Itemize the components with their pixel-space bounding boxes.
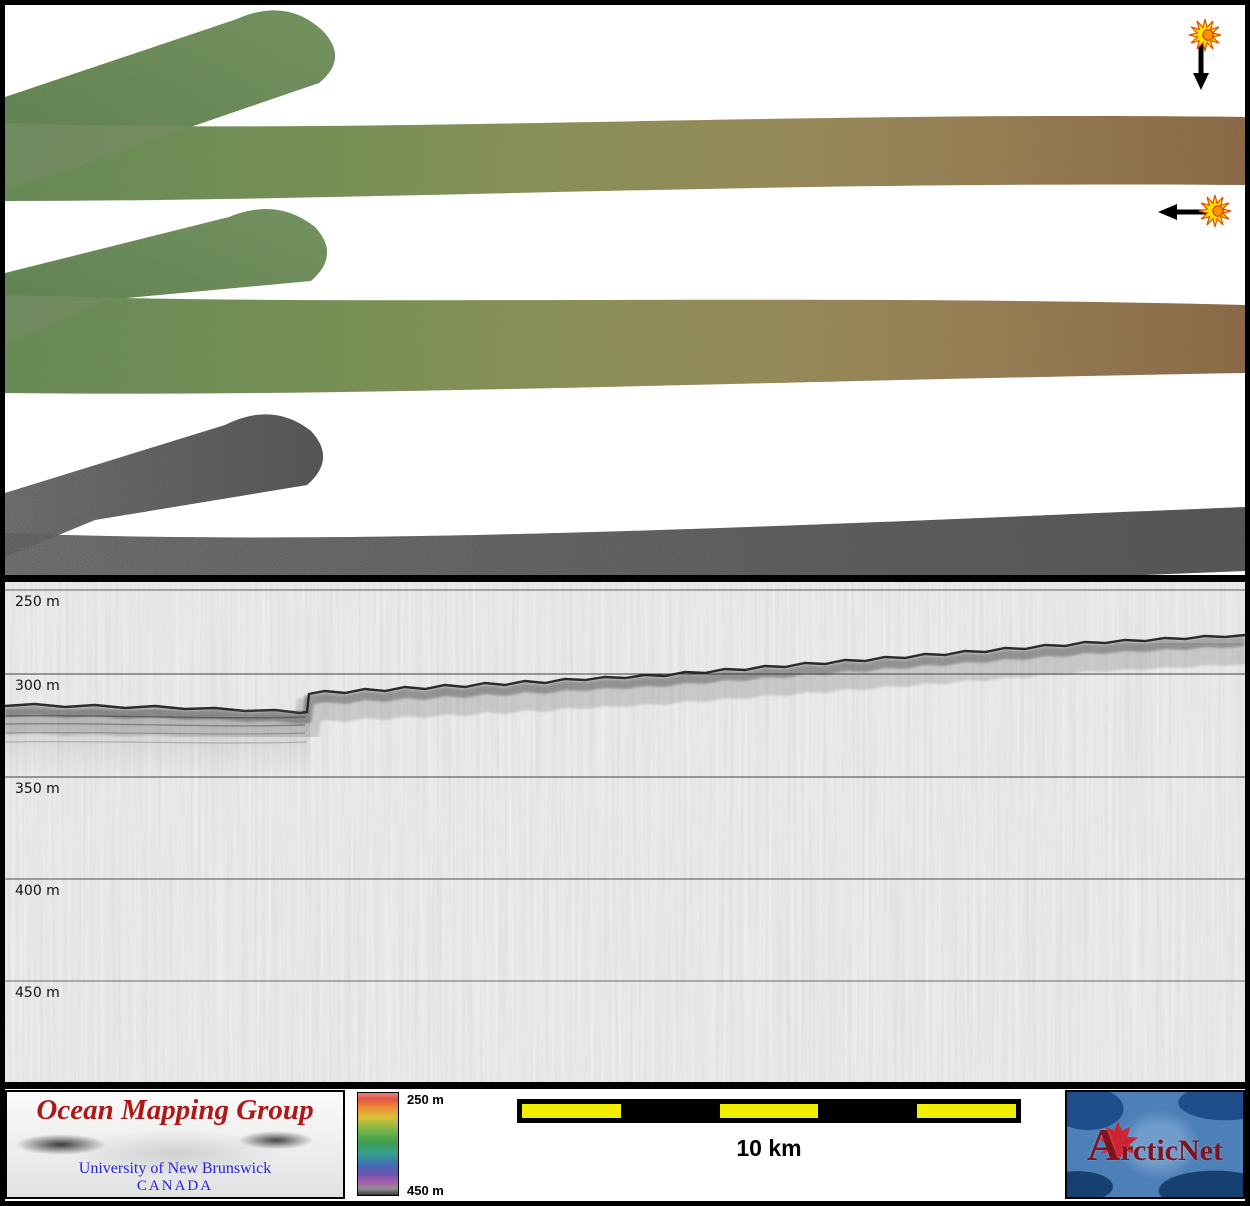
swath-canvas (5, 10, 1245, 575)
sun-illumination-left (1158, 194, 1232, 228)
subbottom-haze (5, 710, 310, 780)
bathymetry-swath-2 (5, 209, 1245, 394)
scale-bar (517, 1099, 1021, 1123)
left-arrow-icon (1158, 204, 1177, 220)
scalebar-segment (818, 1104, 918, 1118)
maple-leaf-icon (1098, 1121, 1138, 1162)
scale-bar-group: 10 km (517, 1099, 1021, 1162)
sun-icon (1188, 18, 1222, 52)
footer: Ocean Mapping Group University of New Br… (5, 1089, 1245, 1201)
depth-label: 450 m (15, 985, 60, 1001)
backscatter-swath (5, 414, 1245, 575)
depth-label: 400 m (15, 883, 60, 899)
arcticnet-name: ArcticNet (1087, 1119, 1223, 1170)
panel-divider-bottom (5, 1082, 1245, 1089)
scalebar-segment (522, 1104, 621, 1118)
scalebar-segment (620, 1104, 720, 1118)
colorbar-bottom-label: 450 m (407, 1183, 444, 1198)
arcticnet-logo: ArcticNet (1065, 1090, 1245, 1199)
depth-label: 250 m (15, 594, 60, 610)
depth-colorbar-group: 250 m 450 m (357, 1092, 467, 1198)
bathymetry-swath-1 (5, 10, 1245, 201)
echogram-canvas: 250 m 300 m 350 m 400 m 450 m (5, 582, 1245, 1082)
omg-logo: Ocean Mapping Group University of New Br… (5, 1090, 345, 1199)
subbottom-profile-panel: 250 m 300 m 350 m 400 m 450 m (5, 582, 1245, 1082)
scalebar-segment (719, 1104, 819, 1118)
omg-country: CANADA (136, 1178, 214, 1194)
omg-title: Ocean Mapping Group (36, 1094, 314, 1126)
depth-axis-labels: 250 m 300 m 350 m 400 m 450 m (15, 594, 60, 1001)
seafloor-trace (5, 633, 1245, 780)
scalebar-label: 10 km (736, 1135, 802, 1161)
depth-label: 300 m (15, 678, 60, 694)
sun-icon (1198, 194, 1232, 228)
depth-colorbar (357, 1092, 399, 1196)
sun-illumination-down (1188, 18, 1222, 90)
omg-university: University of New Brunswick (78, 1160, 272, 1177)
swath-panel (5, 5, 1245, 575)
depth-label: 350 m (15, 781, 60, 797)
panel-divider-top (5, 575, 1245, 582)
colorbar-top-label: 250 m (407, 1092, 444, 1107)
scalebar-segment (917, 1104, 1016, 1118)
down-arrow-icon (1193, 73, 1209, 90)
